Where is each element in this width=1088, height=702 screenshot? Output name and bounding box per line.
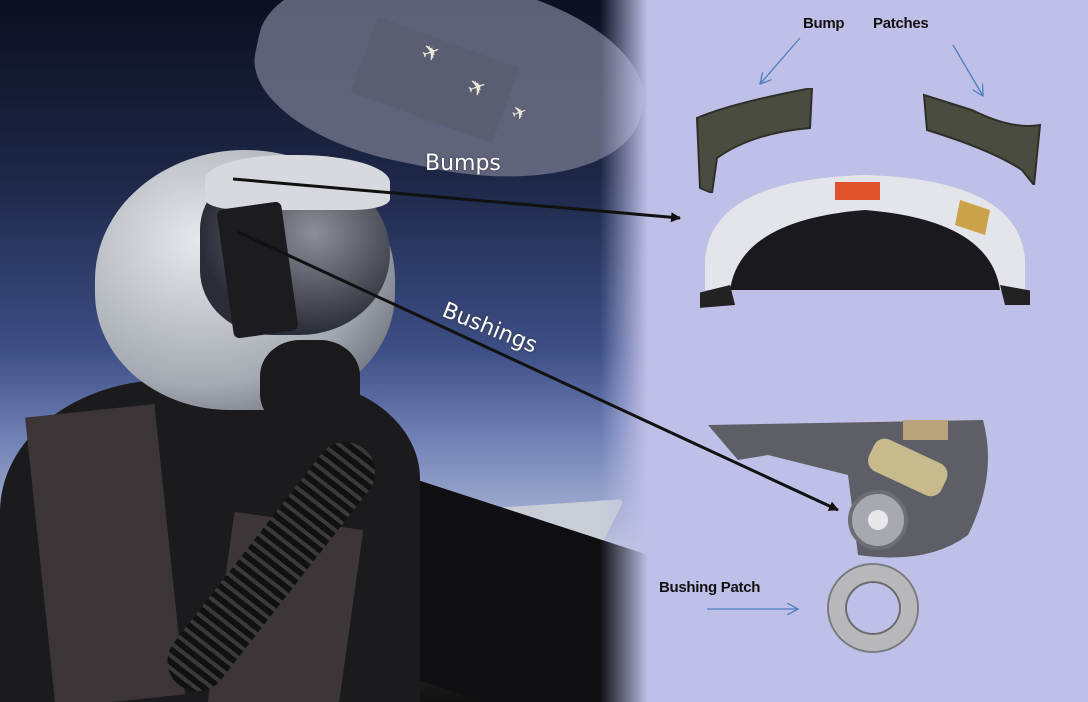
- pilot-photo: ✈ ✈ ✈: [0, 0, 648, 702]
- helmet-shell: [700, 175, 1030, 308]
- bump-label: Bump: [803, 15, 845, 32]
- bump-patch-left: [695, 88, 814, 193]
- visor-cover: [205, 155, 390, 210]
- bushing-assembly: [708, 420, 988, 558]
- photo-edge-fade: [600, 0, 648, 702]
- oxygen-mask: [260, 340, 360, 430]
- bumps-label: Bumps: [425, 151, 501, 176]
- bushing-patch-label: Bushing Patch: [659, 579, 761, 596]
- patches-label: Patches: [873, 15, 929, 32]
- bushing-patch-ring: [829, 565, 917, 651]
- bump-patch-right: [922, 93, 1042, 185]
